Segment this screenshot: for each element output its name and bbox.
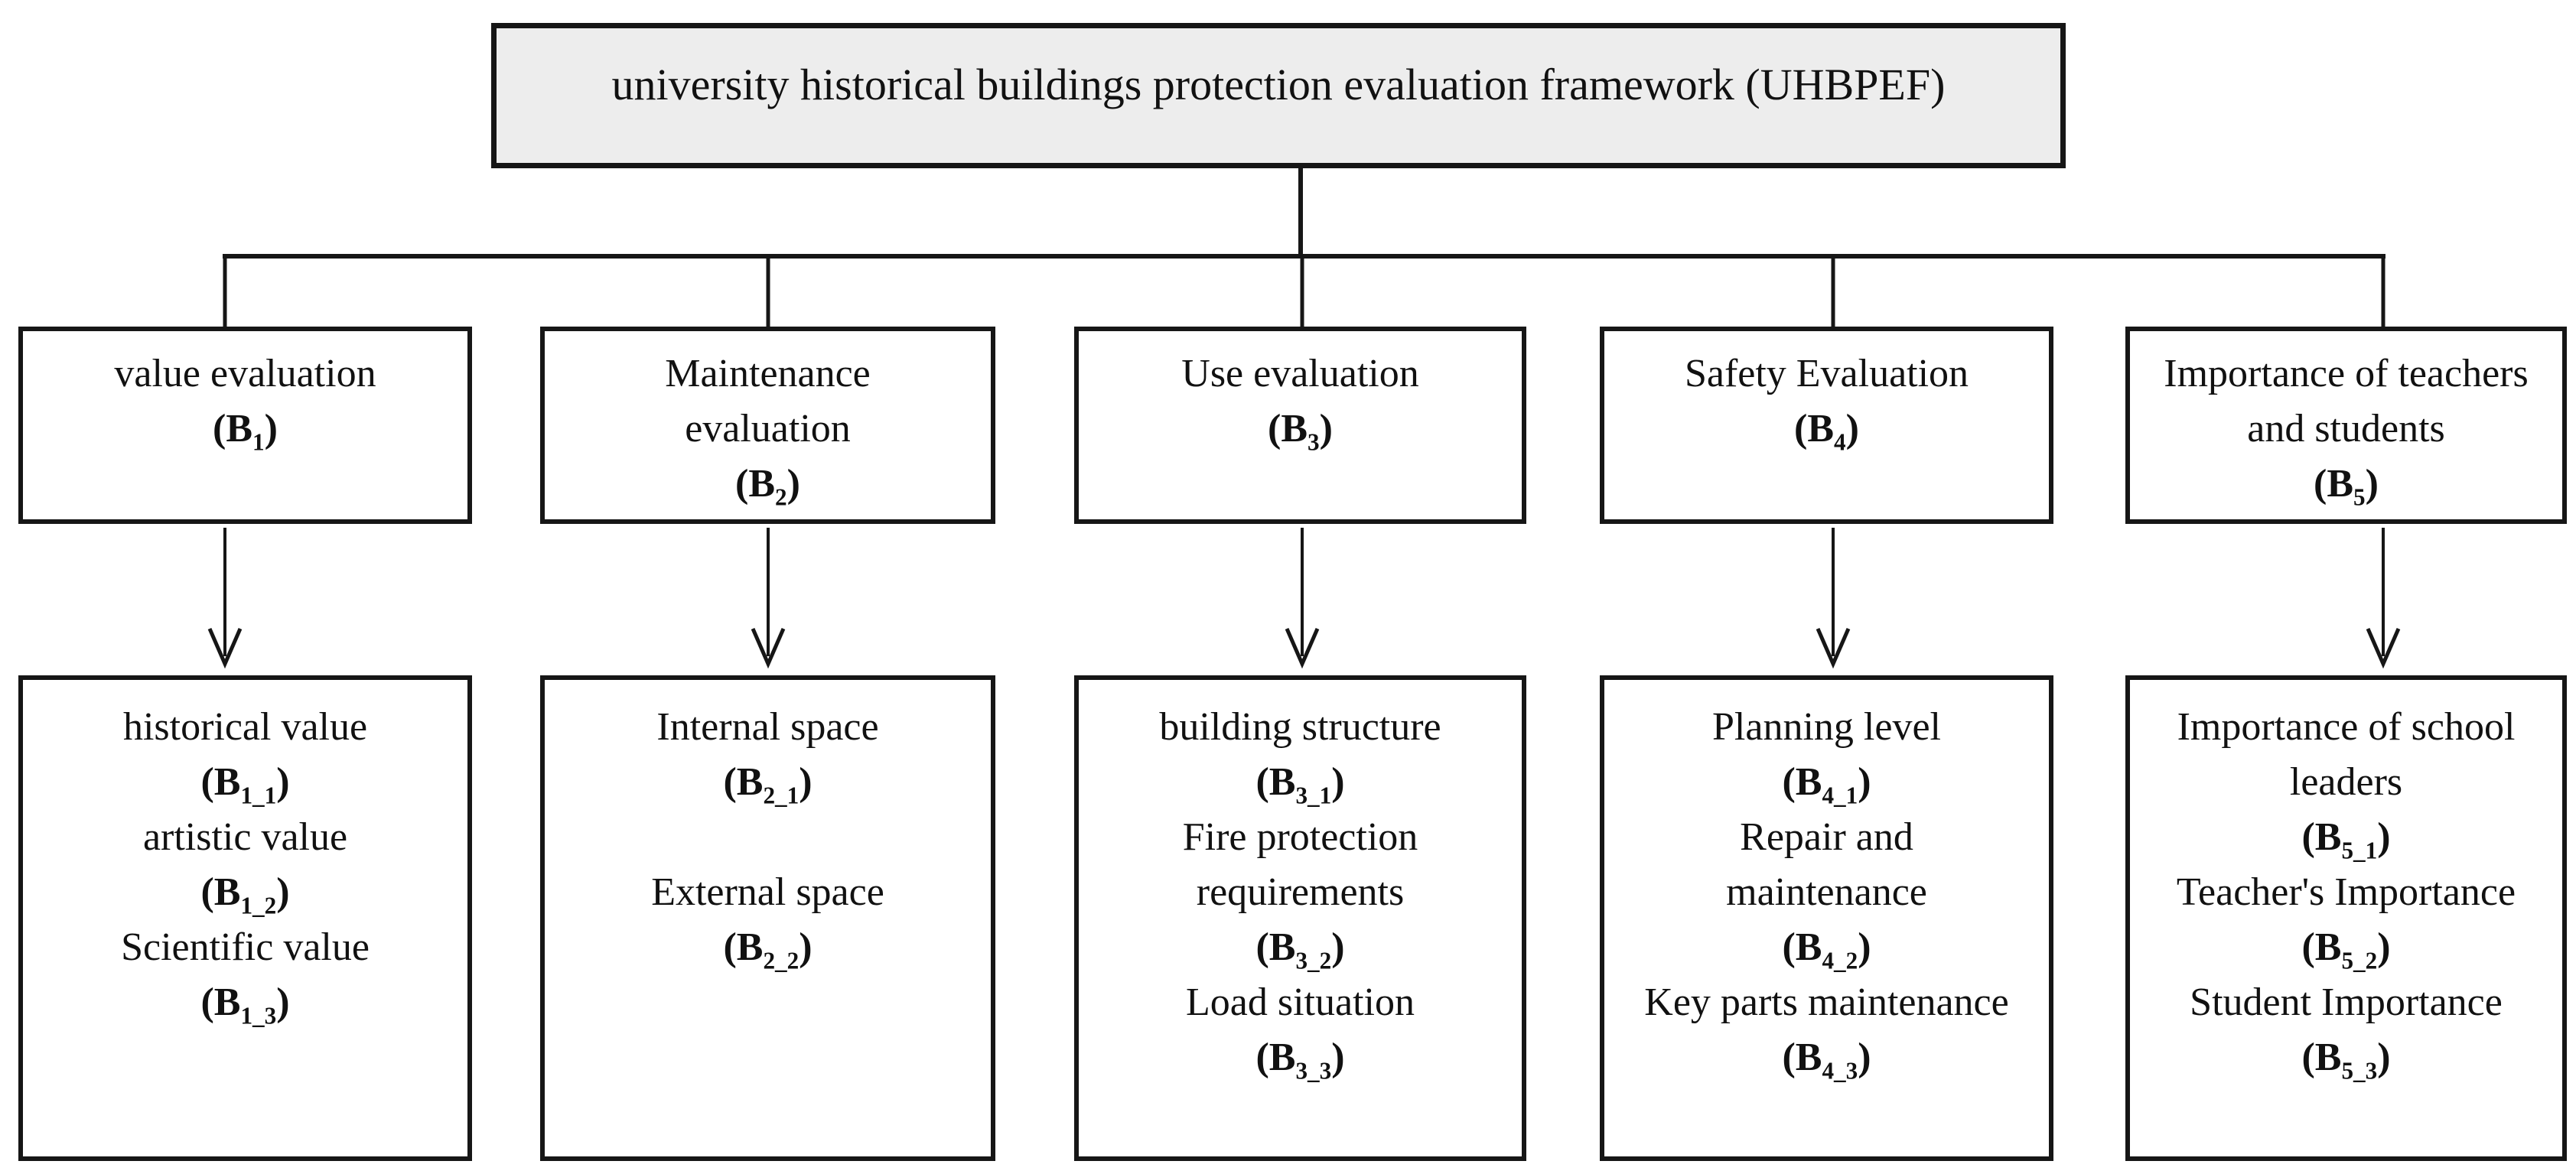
criterion-code-subscript: 3_2	[1295, 947, 1332, 974]
criterion-label-line: Load situation	[1186, 981, 1415, 1024]
criterion-code-subscript: 5_3	[2341, 1057, 2378, 1085]
branch-code: (B5)	[2314, 462, 2379, 511]
branch-node-b3: Use evaluation (B3)	[1074, 327, 1526, 524]
criterion-code: (B1_3)	[200, 981, 290, 1029]
branch-code-subscript: 4	[1834, 428, 1846, 456]
branch-label-line: evaluation	[685, 407, 851, 450]
criterion-code: (B4_3)	[1782, 1036, 1871, 1085]
criterion-code-subscript: 5_1	[2341, 837, 2378, 864]
criterion-code-subscript: 3_1	[1295, 782, 1332, 809]
criteria-node-b3: building structure (B3_1) Fire protection r…	[1074, 675, 1526, 1161]
criterion-code-subscript: 2_2	[763, 947, 800, 974]
branch-code: (B1)	[213, 407, 278, 456]
branch-label-line: Importance of teachers	[2164, 352, 2529, 395]
criterion-code: (B5_2)	[2301, 925, 2391, 974]
down-arrowhead-icon	[2366, 628, 2401, 669]
criterion-label-line: Repair and	[1740, 815, 1913, 859]
criterion-label-line: Student Importance	[2190, 981, 2503, 1024]
criterion-label-line: Internal space	[656, 705, 879, 749]
branch-node-b2: Maintenance evaluation (B2)	[540, 327, 995, 524]
criterion-code: (B5_3)	[2301, 1036, 2391, 1085]
criterion-label-line: Fire protection	[1182, 815, 1418, 859]
criterion-code: (B5_1)	[2301, 815, 2391, 864]
criterion-code-subscript: 1_2	[240, 892, 277, 919]
criterion-label-line: Teacher's Importance	[2176, 870, 2516, 914]
branch-code-subscript: 5	[2353, 483, 2366, 511]
criterion-code-subscript: 4_3	[1822, 1057, 1858, 1085]
criterion-code: (B1_2)	[200, 870, 290, 919]
criterion-spacer	[545, 810, 991, 865]
branch-label-line: value evaluation	[114, 352, 376, 395]
root-node: university historical buildings protecti…	[491, 23, 2066, 168]
criterion-code-subscript: 1_3	[240, 1002, 277, 1029]
criterion-label-line: leaders	[2289, 760, 2403, 804]
branch-code: (B2)	[735, 462, 800, 511]
criterion-label-line: requirements	[1196, 870, 1405, 914]
criterion-label-line: Key parts maintenance	[1644, 981, 2009, 1024]
down-arrowhead-icon	[1285, 628, 1320, 669]
criterion-code: (B2_2)	[723, 925, 813, 974]
criterion-code: (B3_2)	[1255, 925, 1345, 974]
criteria-node-b2: Internal space (B2_1) External space (B2_2)	[540, 675, 995, 1161]
branch-code: (B4)	[1794, 407, 1859, 456]
criterion-label-line: External space	[651, 870, 884, 914]
criterion-code-subscript: 4_1	[1822, 782, 1858, 809]
criterion-code: (B1_1)	[200, 760, 290, 809]
branch-label-line: Safety Evaluation	[1684, 352, 1969, 395]
criterion-code: (B2_1)	[723, 760, 813, 809]
branch-code: (B3)	[1268, 407, 1333, 456]
criterion-code-subscript: 2_1	[763, 782, 800, 809]
branch-label-line: and students	[2247, 407, 2445, 450]
criterion-code-subscript: 1_1	[240, 782, 277, 809]
criterion-label-line: Planning level	[1712, 705, 1941, 749]
branch-label-line: Maintenance	[665, 352, 871, 395]
branch-node-b1: value evaluation (B1)	[18, 327, 472, 524]
criterion-code-subscript: 4_2	[1822, 947, 1858, 974]
branch-node-b5: Importance of teachers and students (B5)	[2125, 327, 2567, 524]
branch-code-subscript: 3	[1308, 428, 1320, 456]
down-arrowhead-icon	[207, 628, 243, 669]
criteria-node-b5: Importance of school leaders (B5_1) Teacher…	[2125, 675, 2567, 1161]
down-arrowhead-icon	[1816, 628, 1851, 669]
criterion-label-line: building structure	[1159, 705, 1441, 749]
criterion-label-line: artistic value	[142, 815, 348, 859]
criterion-label-line: Scientific value	[121, 925, 370, 969]
criterion-code-subscript: 3_3	[1295, 1057, 1332, 1085]
criterion-code-subscript: 5_2	[2341, 947, 2378, 974]
criteria-node-b4: Planning level (B4_1) Repair and maintenanc…	[1600, 675, 2053, 1161]
criterion-code: (B3_3)	[1255, 1036, 1345, 1085]
criterion-label-line: Importance of school	[2177, 705, 2516, 749]
branch-node-b4: Safety Evaluation (B4)	[1600, 327, 2053, 524]
criterion-code: (B4_2)	[1782, 925, 1871, 974]
branch-label-line: Use evaluation	[1181, 352, 1419, 395]
criteria-node-b1: historical value (B1_1) artistic value (B1_…	[18, 675, 472, 1161]
criterion-code: (B3_1)	[1255, 760, 1345, 809]
criterion-label-line: maintenance	[1726, 870, 1927, 914]
branch-code-subscript: 2	[775, 483, 787, 511]
criterion-label-line: historical value	[122, 705, 368, 749]
down-arrowhead-icon	[751, 628, 786, 669]
root-label: university historical buildings protecti…	[611, 60, 1946, 109]
branch-code-subscript: 1	[252, 428, 265, 456]
criterion-code: (B4_1)	[1782, 760, 1871, 809]
